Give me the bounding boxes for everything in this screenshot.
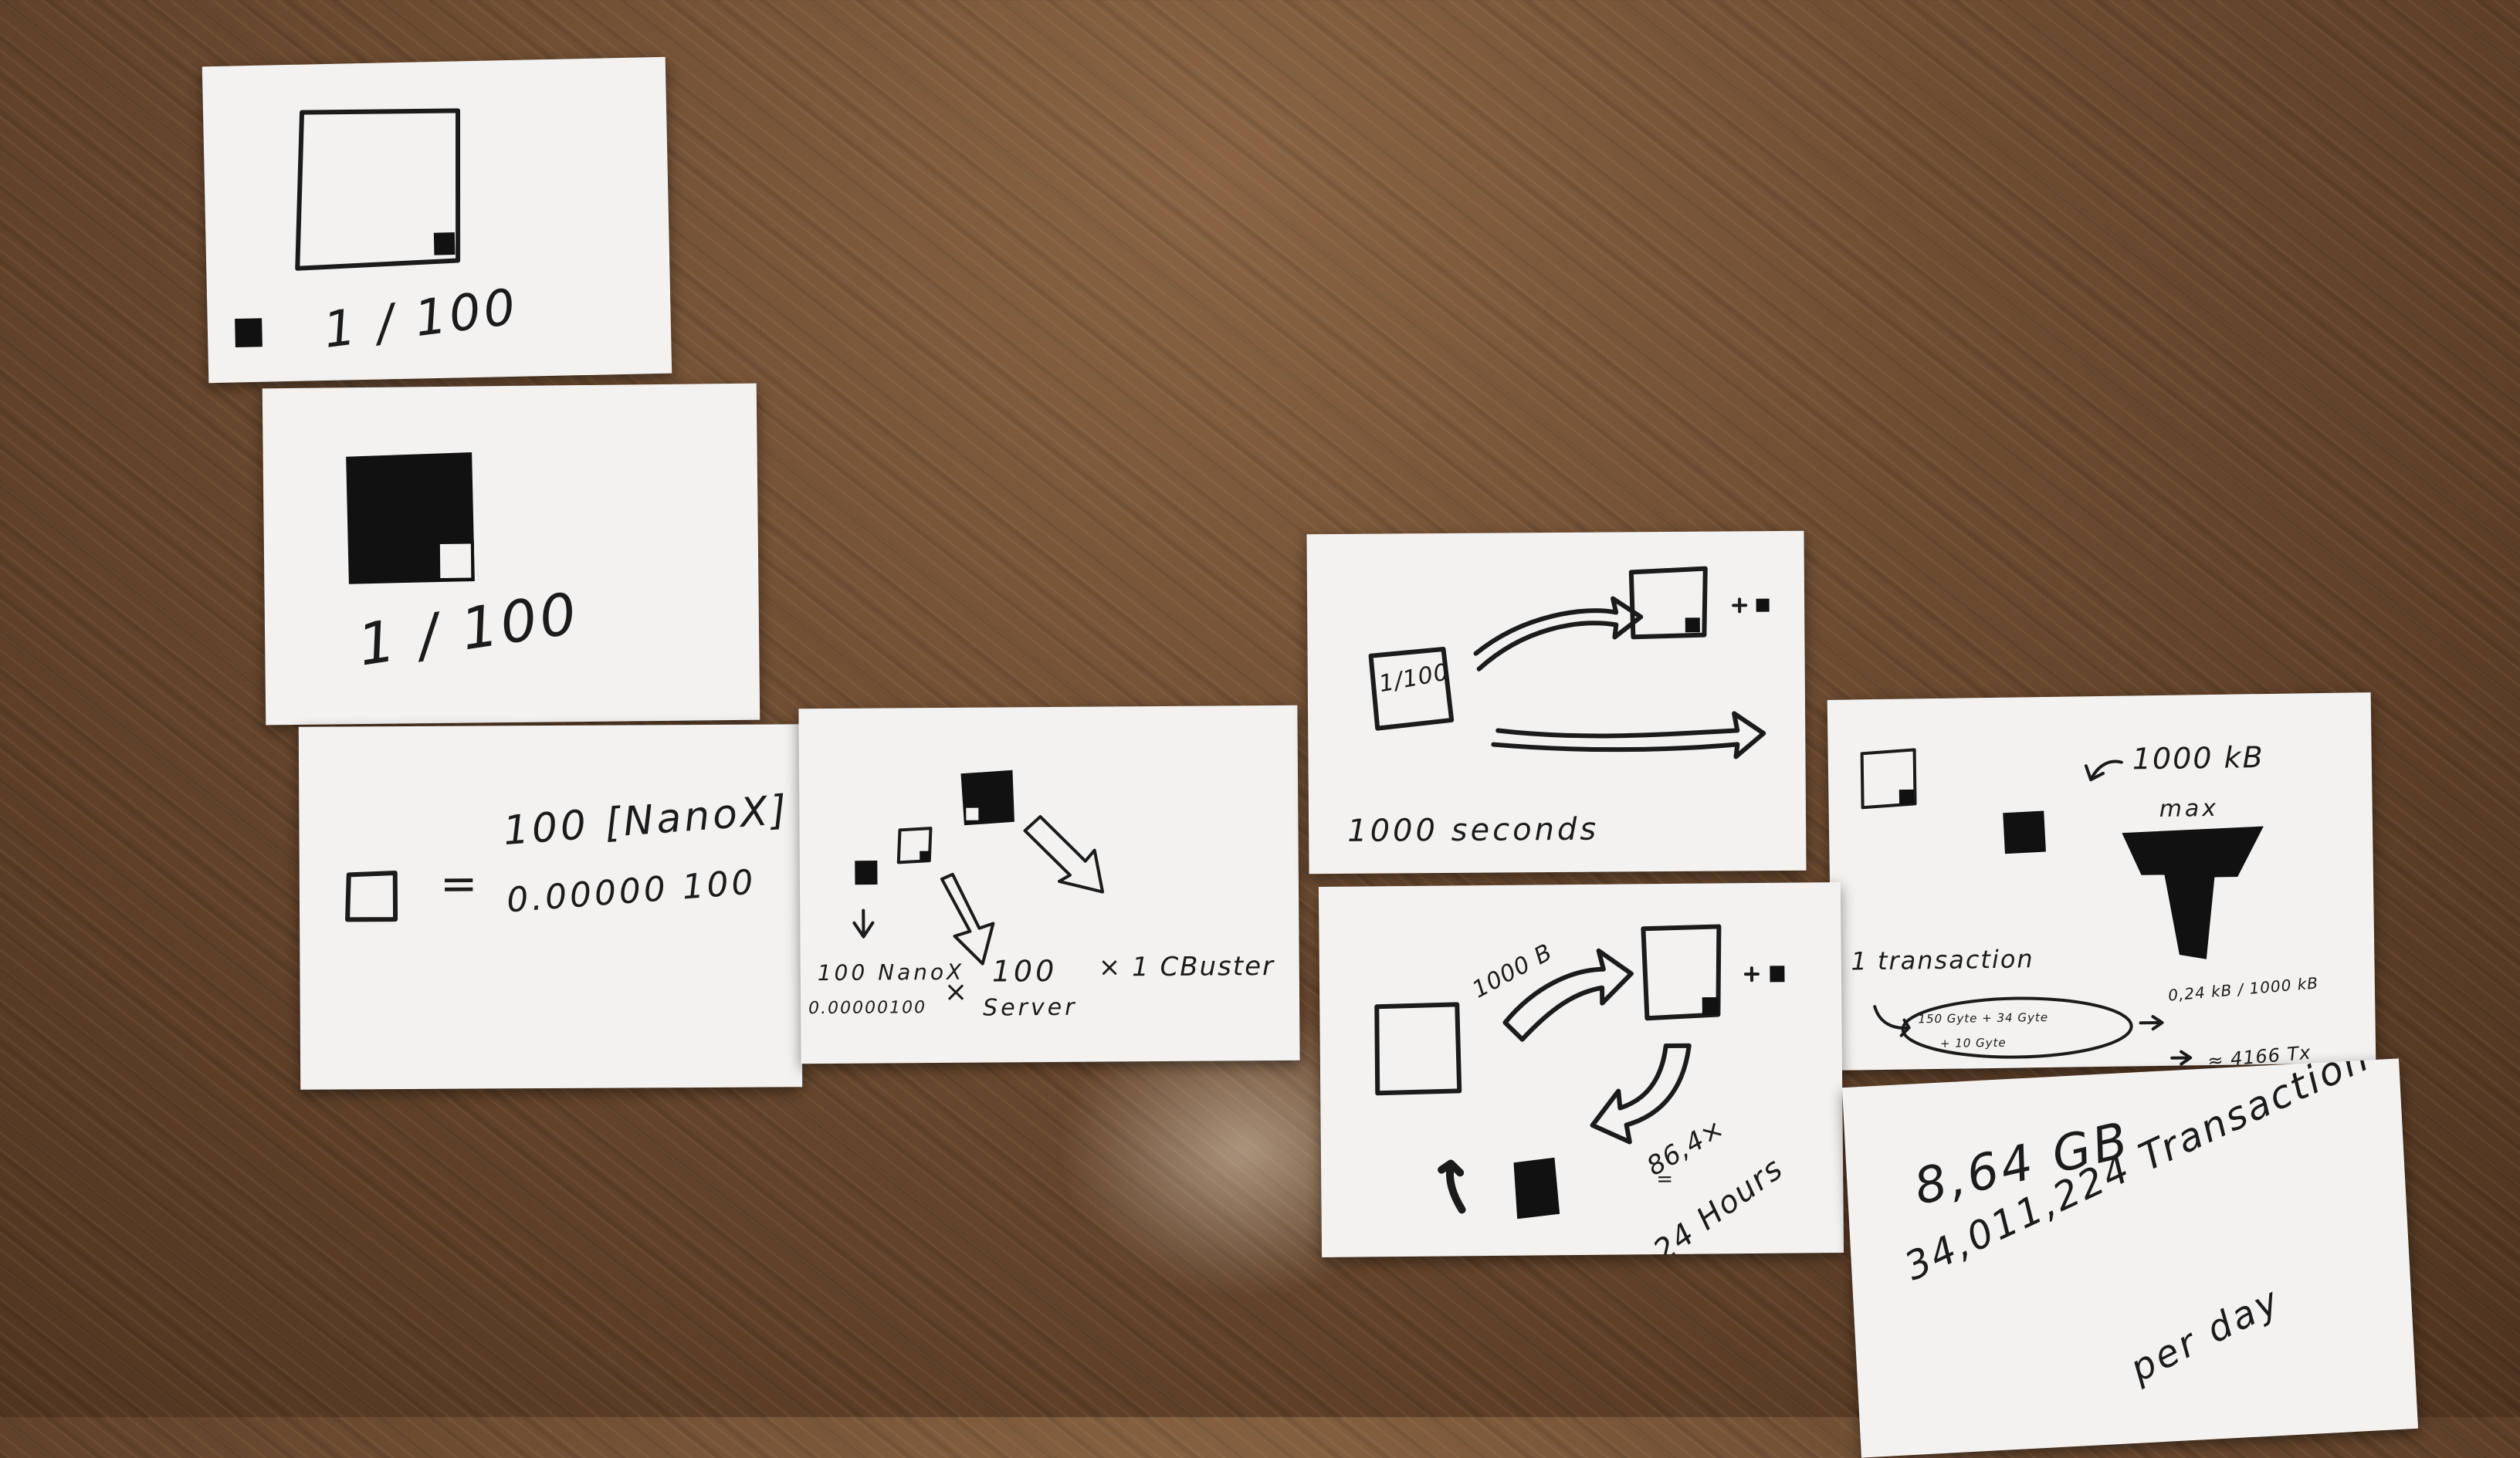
card-daily-cycle: 1000 B 86,4× = 24 Hours (1318, 882, 1844, 1257)
equals-label: = (1656, 1167, 1677, 1192)
times-sign: × (943, 976, 971, 1008)
server-label: Server (982, 993, 1078, 1022)
empty-square-drawing (345, 871, 398, 922)
legend-filled-square (235, 318, 262, 348)
per-day-label: per day (2123, 1278, 2288, 1391)
max-label: max (2159, 794, 2220, 823)
nanox-label: 100 NanoX (817, 959, 965, 986)
server-count: 100 (991, 953, 1058, 989)
card-transaction-size: 1000 kB max 1 transaction 150 Gyte + 34 … (1827, 692, 2376, 1071)
seconds-label: 1000 seconds (1346, 811, 1600, 849)
small-filled-square (433, 232, 456, 255)
decimal-label: 0.00000100 (808, 998, 927, 1019)
card-one-hundredth-filled: 1 / 100 (262, 383, 760, 726)
transaction-size-line2: + 10 Gyte (1939, 1035, 2007, 1050)
transaction-label: 1 transaction (1851, 944, 2034, 976)
card-block-time: 1/100 1000 seconds (1306, 530, 1807, 874)
transaction-size-line1: 150 Gyte + 34 Gyte (1918, 1010, 2049, 1027)
transaction-funnel-drawing (1860, 748, 2264, 1066)
cluster-label: × 1 CBuster (1098, 950, 1275, 983)
card-nanox-value: = 100 [NanoX] 0.00000 100 (298, 724, 803, 1090)
equals-sign: = (439, 857, 481, 910)
filled-square-drawing (346, 452, 475, 584)
block-time-drawing (1368, 566, 1770, 759)
card-daily-totals: 8,64 GB 34,011,224 Transaction per day (1841, 1058, 2419, 1458)
max-kb-label: 1000 kB (2132, 740, 2264, 776)
card-server-cluster: 100 NanoX 0.00000100 × 100 Server × 1 CB… (798, 705, 1300, 1064)
daily-cycle-drawing (1374, 924, 1785, 1220)
server-cluster-drawing (852, 770, 1105, 966)
card-one-hundredth-outline: 1 / 100 (202, 56, 672, 384)
outline-square-drawing (235, 108, 461, 348)
